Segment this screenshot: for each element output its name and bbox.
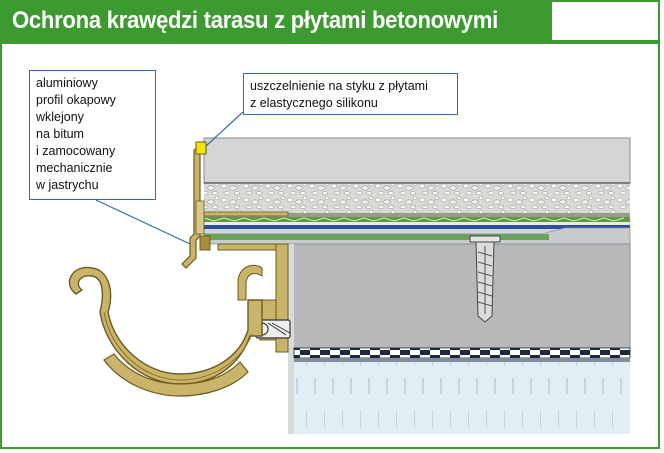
- callout-silicone-seal: uszczelnienie na styku z płytami z elast…: [243, 73, 458, 115]
- drainage-mat-texture: [203, 217, 625, 222]
- title-bar: Ochrona krawędzi tarasu z płytami betono…: [2, 2, 553, 40]
- title-underline: [2, 40, 658, 44]
- structural-slab: [287, 243, 631, 349]
- callout-profile-line: i zamocowany: [36, 144, 116, 158]
- callout-seal-line: uszczelnienie na styku z płytami: [250, 79, 428, 93]
- concrete-slab: [203, 137, 631, 184]
- callout-profile-line: w jastrychu: [36, 178, 99, 192]
- primer-layer: [204, 229, 630, 232]
- expansion-anchor: [469, 235, 501, 323]
- callout-profile-line: aluminiowy: [36, 76, 98, 90]
- gravel-layer: [204, 184, 630, 213]
- drainage-mat: [204, 217, 630, 222]
- leader-line-profile: [95, 199, 191, 245]
- callout-profile-line: mechanicznie: [36, 161, 113, 175]
- membrane-layer: [204, 213, 630, 217]
- callout-profile-line: na bitum: [36, 127, 84, 141]
- leader-line-seal: [205, 111, 244, 147]
- rain-gutter: [68, 266, 263, 397]
- separation-layer: [204, 222, 630, 225]
- callout-profile-line: profil okapowy: [36, 93, 116, 107]
- base-membrane: [204, 234, 549, 240]
- ceiling-adhesive: [294, 358, 630, 362]
- silicone-seal: [195, 141, 207, 155]
- diagram-title: Ochrona krawędzi tarasu z płytami betono…: [12, 7, 499, 34]
- ceiling-tile-strip: [293, 347, 631, 359]
- callout-seal-line: z elastycznego silikonu: [250, 96, 378, 110]
- callout-profile-line: wklejony: [36, 110, 84, 124]
- callout-drip-profile: aluminiowy profil okapowy wklejony na bi…: [29, 70, 156, 200]
- waterproofing-layer: [204, 225, 630, 229]
- wall-edge: [288, 244, 294, 434]
- insulation-layer: [294, 362, 630, 434]
